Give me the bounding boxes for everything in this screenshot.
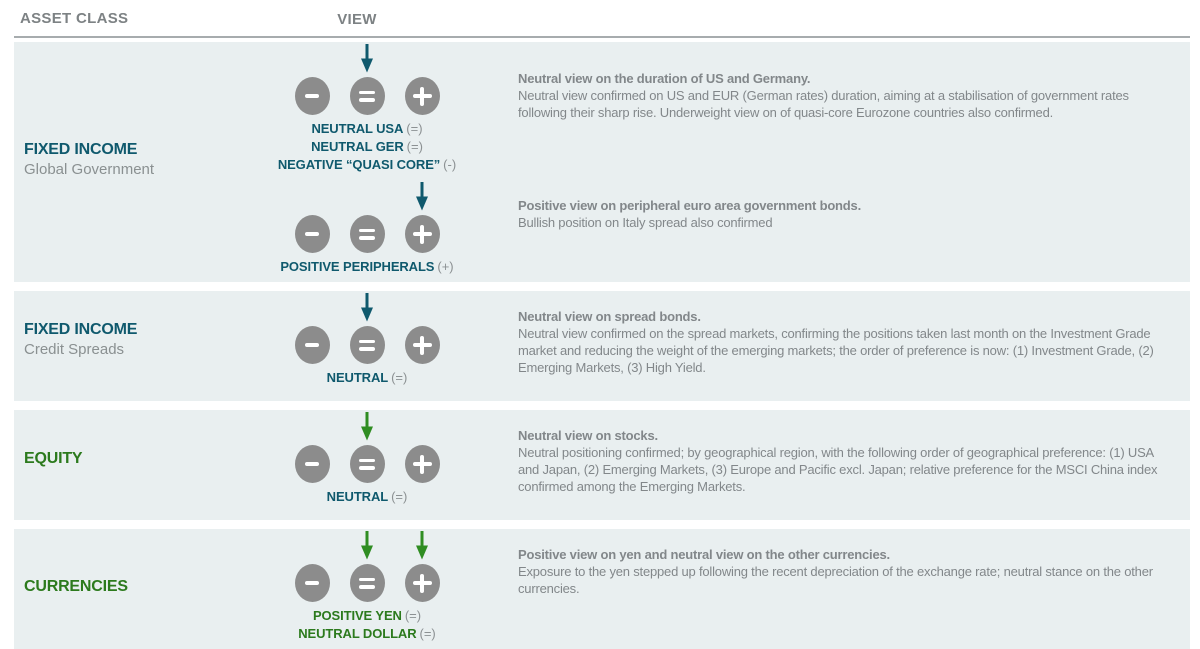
description-body: Exposure to the yen stepped up following… [518, 564, 1153, 596]
plus-circle-icon [404, 215, 440, 253]
row-equity: EQUITY NEUTRAL(=) [14, 410, 1190, 520]
row-currencies: CURRENCIES POSITIVE YEN(=) [14, 529, 1190, 649]
view-description: Positive view on peripheral euro area go… [462, 182, 1190, 276]
view-description: Neutral view on the duration of US and G… [462, 44, 1190, 174]
description-heading: Positive view on yen and neutral view on… [518, 547, 890, 562]
view-scale [294, 77, 440, 115]
plus-circle-icon [404, 77, 440, 115]
equal-circle-icon [349, 564, 385, 602]
view-label: NEUTRAL(=) [326, 370, 408, 385]
asset-class-title: FIXED INCOME [24, 141, 138, 158]
description-heading: Neutral view on stocks. [518, 428, 658, 443]
view-label: NEUTRAL GER(=) [311, 139, 423, 154]
plus-circle-icon [404, 564, 440, 602]
view-description: Positive view on yen and neutral view on… [462, 531, 1190, 643]
view-labels: POSITIVE YEN(=) NEUTRAL DOLLAR(=) [298, 607, 436, 643]
description-body: Neutral view confirmed on the spread mar… [518, 326, 1154, 375]
row-fixed-income-credit-spreads: FIXED INCOME Credit Spreads [14, 291, 1190, 401]
view-section: NEUTRAL USA(=) NEUTRAL GER(=) NEGATIVE “… [272, 44, 1190, 174]
arrow-row [295, 44, 440, 73]
plus-circle-icon [404, 445, 440, 483]
minus-circle-icon [294, 77, 330, 115]
asset-allocation-table: ASSET CLASS VIEW FIXED INCOME Global Gov… [14, 0, 1190, 649]
description-heading: Neutral view on spread bonds. [518, 309, 701, 324]
table-header: ASSET CLASS VIEW [14, 0, 1190, 38]
view-section: POSITIVE PERIPHERALS(+) Positive view on… [272, 182, 1190, 276]
equal-circle-icon [349, 77, 385, 115]
arrow-row [295, 412, 440, 441]
view-scale [294, 215, 440, 253]
view-label: POSITIVE PERIPHERALS(+) [280, 259, 454, 274]
minus-circle-icon [294, 326, 330, 364]
view-section: NEUTRAL(=) Neutral view on stocks. Neutr… [272, 412, 1190, 506]
description-body: Bullish position on Italy spread also co… [518, 215, 773, 230]
description-heading: Positive view on peripheral euro area go… [518, 198, 861, 213]
asset-class-title: EQUITY [24, 450, 83, 467]
view-section: POSITIVE YEN(=) NEUTRAL DOLLAR(=) Positi… [272, 531, 1190, 643]
down-arrow-icon [361, 531, 373, 560]
view-labels: POSITIVE PERIPHERALS(+) [280, 258, 453, 276]
view-label: NEGATIVE “QUASI CORE”(-) [277, 157, 457, 172]
view-label: POSITIVE YEN(=) [312, 608, 422, 623]
minus-circle-icon [294, 564, 330, 602]
down-arrow-icon [361, 412, 373, 441]
description-body: Neutral positioning confirmed; by geogra… [518, 445, 1158, 494]
asset-class-subtitle: Credit Spreads [24, 341, 125, 358]
view-label: NEUTRAL USA(=) [311, 121, 423, 136]
description-body: Neutral view confirmed on US and EUR (Ge… [518, 88, 1129, 120]
view-labels: NEUTRAL USA(=) NEUTRAL GER(=) NEGATIVE “… [278, 120, 456, 174]
col-header-asset-class: ASSET CLASS [20, 10, 129, 27]
down-arrow-icon [416, 182, 428, 211]
view-labels: NEUTRAL(=) [327, 488, 408, 506]
view-indicator-group: NEUTRAL(=) [272, 293, 462, 387]
minus-circle-icon [294, 215, 330, 253]
arrow-row [295, 293, 440, 322]
asset-class-cell: EQUITY [14, 449, 272, 469]
view-scale [294, 326, 440, 364]
down-arrow-icon [361, 44, 373, 73]
description-heading: Neutral view on the duration of US and G… [518, 71, 811, 86]
arrow-row [295, 531, 440, 560]
view-indicator-group: POSITIVE PERIPHERALS(+) [272, 182, 462, 276]
asset-class-cell: FIXED INCOME Global Government [14, 140, 272, 180]
view-indicator-group: POSITIVE YEN(=) NEUTRAL DOLLAR(=) [272, 531, 462, 643]
view-description: Neutral view on stocks. Neutral position… [462, 412, 1190, 506]
view-scale [294, 445, 440, 483]
arrow-row [295, 182, 440, 211]
asset-class-title: CURRENCIES [24, 578, 128, 595]
asset-class-cell: FIXED INCOME Credit Spreads [14, 320, 272, 360]
asset-class-cell: CURRENCIES [14, 577, 272, 597]
asset-class-title: FIXED INCOME [24, 321, 138, 338]
equal-circle-icon [349, 445, 385, 483]
minus-circle-icon [294, 445, 330, 483]
view-label: NEUTRAL(=) [326, 489, 408, 504]
row-fixed-income-global-government: FIXED INCOME Global Government [14, 42, 1190, 282]
view-indicator-group: NEUTRAL(=) [272, 412, 462, 506]
view-description: Neutral view on spread bonds. Neutral vi… [462, 293, 1190, 387]
down-arrow-icon [416, 531, 428, 560]
view-scale [294, 564, 440, 602]
equal-circle-icon [349, 215, 385, 253]
view-label: NEUTRAL DOLLAR(=) [298, 626, 436, 641]
view-labels: NEUTRAL(=) [327, 369, 408, 387]
down-arrow-icon [361, 293, 373, 322]
col-header-view: VIEW [337, 11, 377, 28]
equal-circle-icon [349, 326, 385, 364]
view-indicator-group: NEUTRAL USA(=) NEUTRAL GER(=) NEGATIVE “… [272, 44, 462, 174]
plus-circle-icon [404, 326, 440, 364]
view-section: NEUTRAL(=) Neutral view on spread bonds.… [272, 293, 1190, 387]
asset-class-subtitle: Global Government [24, 161, 155, 178]
